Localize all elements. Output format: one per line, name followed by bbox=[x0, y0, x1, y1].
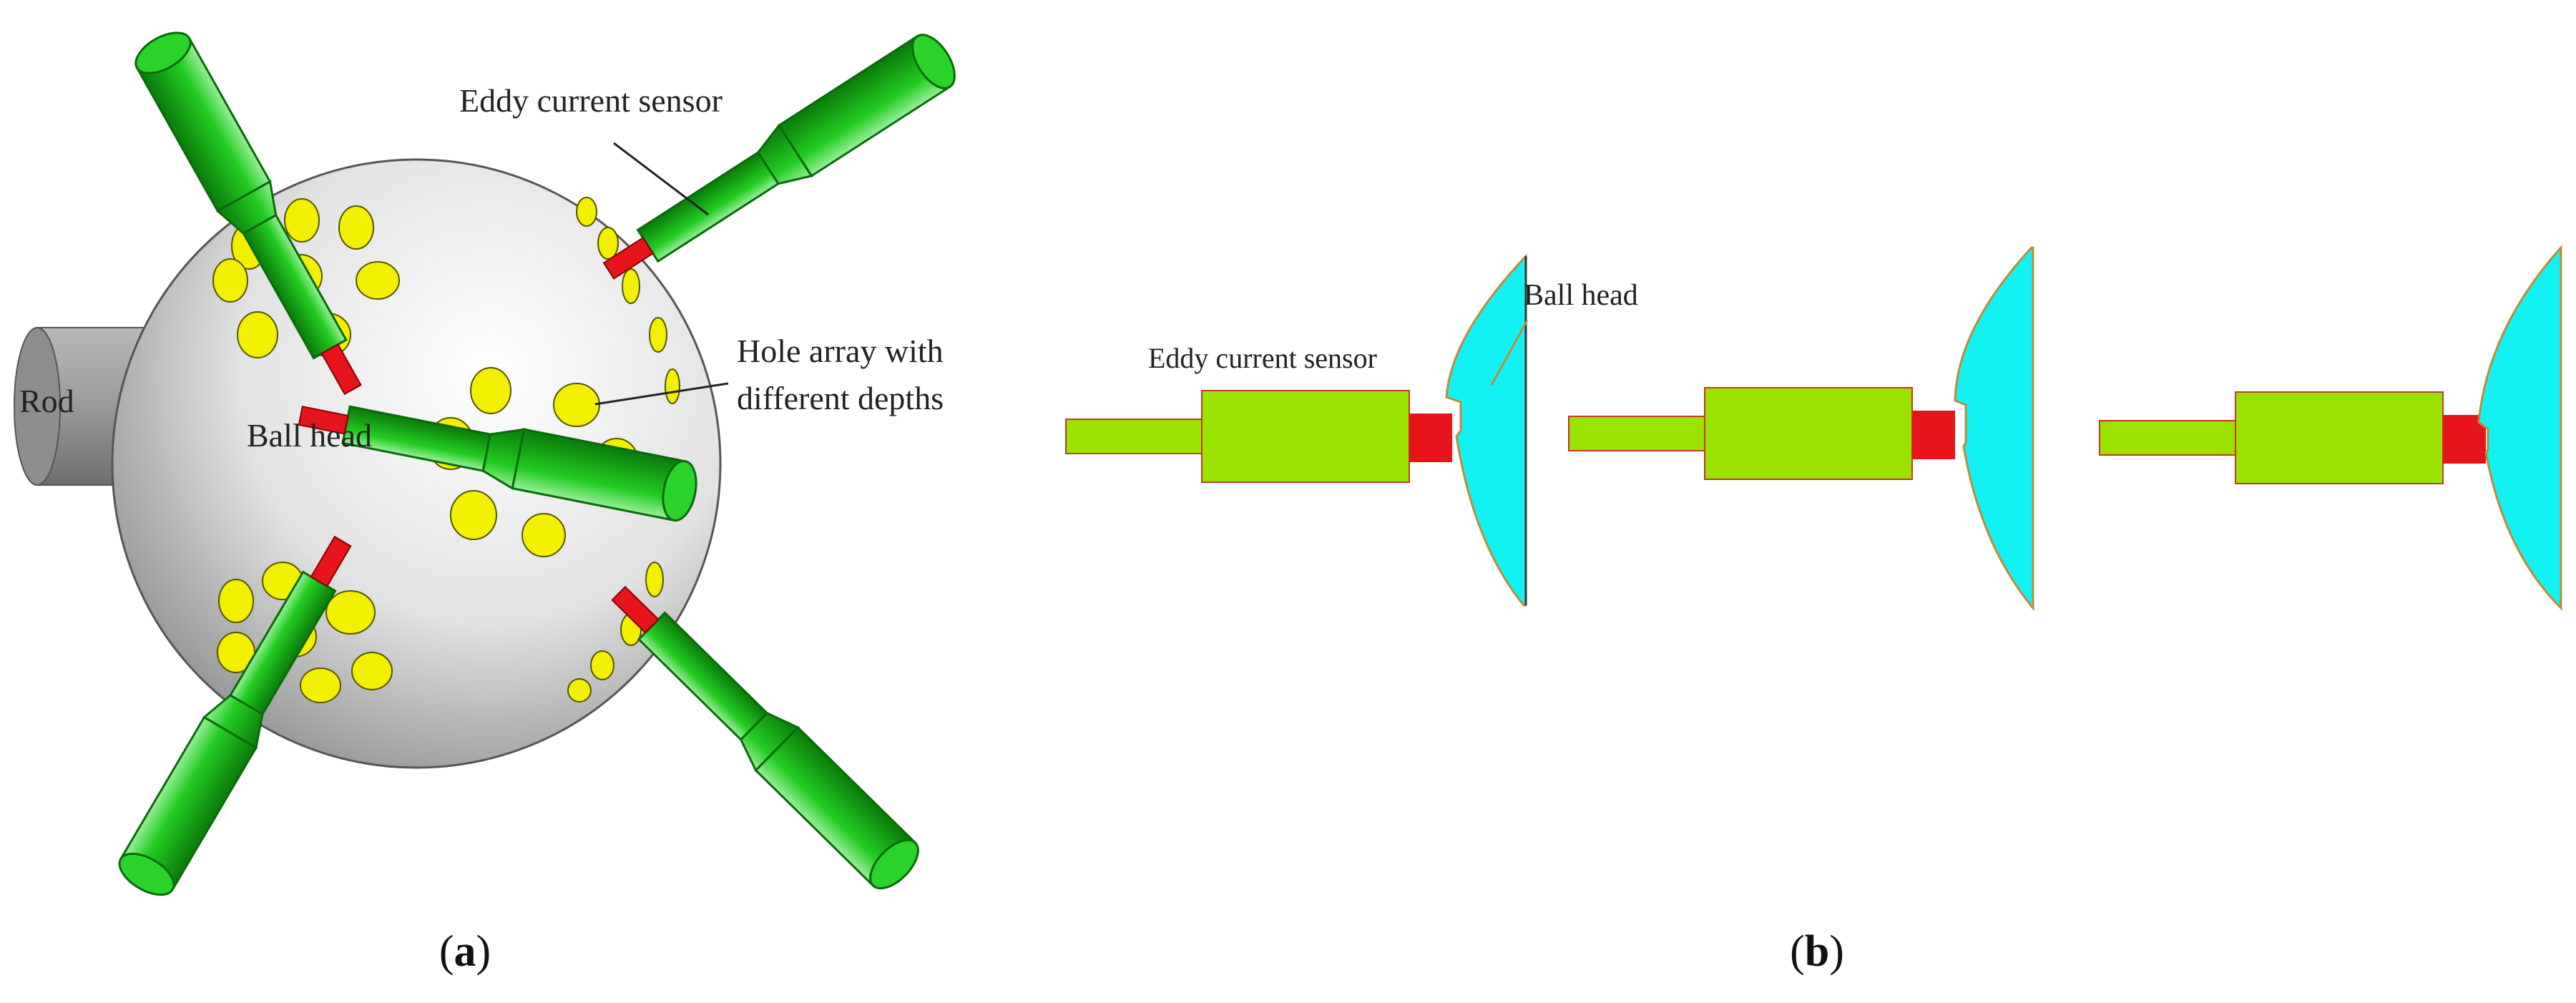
eddy-current-sensor-bottom-right bbox=[596, 571, 928, 898]
label-hole-array-line2: different depths bbox=[737, 380, 944, 416]
label-ball-head-b: Ball head bbox=[1524, 279, 1638, 312]
caption-a: (a) bbox=[439, 927, 491, 976]
label-eddy-current-sensor-a: Eddy current sensor bbox=[459, 82, 723, 119]
ball-head-section-2 bbox=[1954, 246, 2034, 612]
ball-head-leader-line bbox=[1490, 320, 1529, 386]
eddy-sensor-leader-line bbox=[613, 142, 709, 216]
label-eddy-current-sensor-b: Eddy current sensor bbox=[1148, 342, 1377, 374]
ball-head-section-3 bbox=[2477, 245, 2562, 611]
panel-a: Eddy current sensor Hole array with diff… bbox=[14, 23, 964, 976]
eddy-current-sensor-section-1 bbox=[1065, 390, 1453, 483]
section-case-1 bbox=[1065, 253, 1527, 607]
section-case-2 bbox=[1568, 246, 2034, 612]
label-rod: Rod bbox=[19, 383, 74, 419]
panel-b: Eddy current sensor Ball head (b) bbox=[1065, 245, 2562, 976]
label-hole-array-line1: Hole array with bbox=[737, 333, 944, 369]
ball-head-section-1 bbox=[1445, 253, 1527, 607]
section-case-3 bbox=[2099, 245, 2562, 611]
label-ball-head-a: Ball head bbox=[247, 417, 372, 454]
eddy-current-sensor-section-2 bbox=[1568, 387, 1956, 480]
eddy-current-sensor-top-right bbox=[591, 26, 964, 298]
ball-head-sphere bbox=[111, 158, 722, 769]
eddy-current-sensor-section-3 bbox=[2099, 391, 2487, 484]
caption-b: (b) bbox=[1790, 927, 1844, 976]
hole-array-leader-line bbox=[594, 382, 729, 406]
